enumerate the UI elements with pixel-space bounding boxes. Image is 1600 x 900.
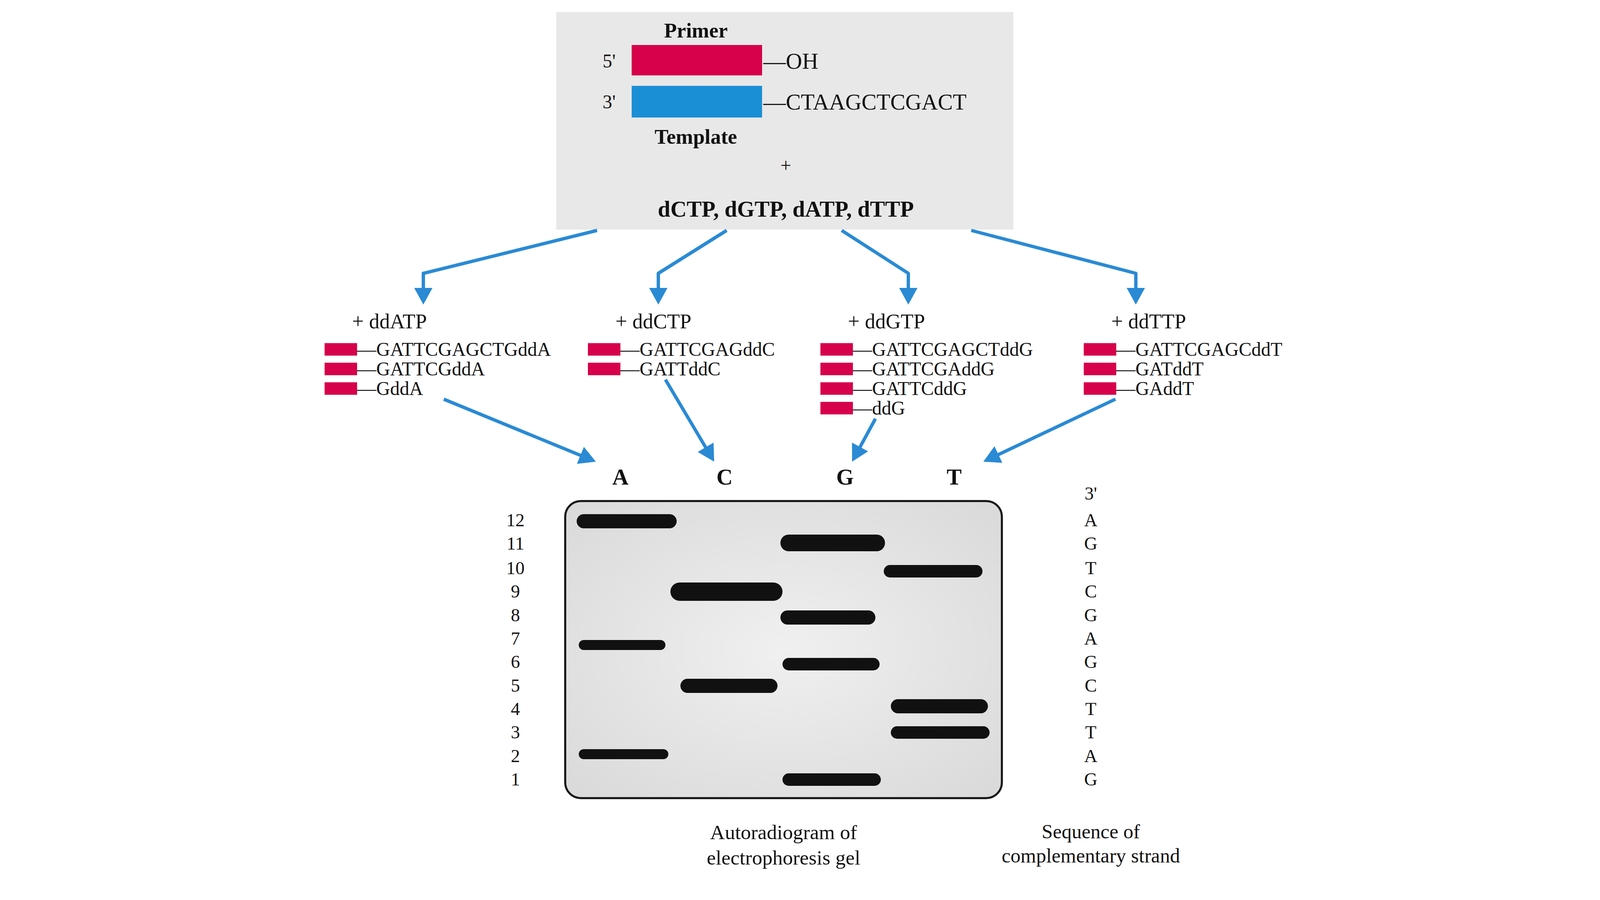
band-number: 1 <box>510 769 520 790</box>
flow-arrow <box>971 230 1145 305</box>
arrow-head <box>414 287 433 305</box>
band-number: 4 <box>510 698 520 720</box>
reaction-heading: + ddATP <box>324 310 551 333</box>
arrow-head <box>1126 287 1145 305</box>
gel-lane: G <box>803 462 887 492</box>
fragment-sequence: —GATTCddG <box>820 378 1033 399</box>
end-label: 5' <box>602 50 616 73</box>
gel-ground <box>565 500 1003 799</box>
arrow-head <box>697 442 715 462</box>
flow-arrow <box>414 230 598 305</box>
band-number: 10 <box>506 557 525 579</box>
fragment-sequence: —GATTCGAGddC <box>587 339 775 360</box>
sequence-base: A <box>1084 745 1098 767</box>
fragment-sequence: —GATTddC <box>587 359 775 379</box>
arrow-line <box>857 418 876 452</box>
lane-letter: T <box>946 464 962 490</box>
flow-arrow <box>841 230 918 305</box>
flow-arrow <box>852 418 876 462</box>
ddgtp-reaction: + ddGTP —GATTCGAGCTddG—GATTCGAddG—GATTCdd… <box>820 305 1033 418</box>
band-number: 6 <box>510 651 520 673</box>
band-number: 12 <box>506 510 525 531</box>
sequence-base: A <box>1084 628 1098 650</box>
fragment-sequence: —GATddT <box>1083 359 1283 379</box>
ddttp-reaction: + ddTTP —GATTCGAGCddT—GATddT—GAddT <box>1083 305 1283 399</box>
template-sequence: —CTAAGCTCGACT <box>763 89 967 115</box>
fragment-sequence: —GATTCGAGCTGddA <box>324 339 551 360</box>
gel-lane: C <box>682 462 767 492</box>
mix-panel-ground <box>556 12 1014 230</box>
sequence-caption: Sequence of complementary strand <box>1001 819 1181 868</box>
arrow-line <box>993 399 1116 457</box>
gel-bands <box>576 514 990 786</box>
arrow-line <box>443 399 585 458</box>
sequence-base: C <box>1084 581 1097 603</box>
arrow-head <box>577 446 596 464</box>
fragment-sequence: —GATTCGAddG <box>820 359 1033 379</box>
template-bar <box>631 85 763 118</box>
reaction-heading: + ddCTP <box>587 310 775 333</box>
gel-lane: T <box>912 462 996 492</box>
ddatp-reaction: + ddATP —GATTCGAGCTGddA—GATTCGddA—GddA <box>324 305 551 399</box>
band-number: 8 <box>510 605 520 626</box>
arrow-line <box>423 230 598 293</box>
arrow-head <box>852 442 869 462</box>
sequence-base: G <box>1084 769 1098 790</box>
end-label: 3' <box>1084 483 1098 505</box>
band-number: 2 <box>510 745 520 767</box>
gel-caption: Autoradiogram of electrophoresis gel <box>675 819 893 871</box>
reaction-mix-panel: Primer 5' —OH 3' —CTAAGCTCGACT Template + dCTP,… <box>556 12 1014 230</box>
hydroxyl-end: —OH <box>763 48 819 74</box>
band-number: 3 <box>510 722 520 743</box>
plus-sign: + <box>780 154 792 177</box>
band-number: 5 <box>510 675 520 697</box>
band-number: 7 <box>510 628 520 650</box>
fragment-sequence: —GATTCGAGCddT <box>1083 339 1283 360</box>
band-number: 11 <box>506 533 525 555</box>
sequence-base: T <box>1085 698 1097 720</box>
lane-letter: C <box>716 464 733 490</box>
arrow-head <box>649 287 668 305</box>
sequence-base: G <box>1084 605 1098 626</box>
fragment-sequence: —GATTCGddA <box>324 359 551 379</box>
primer-bar <box>631 45 763 76</box>
sequence-base: G <box>1084 533 1098 555</box>
lane-letter: A <box>612 464 629 490</box>
gel-lane: A <box>578 462 663 492</box>
flow-arrow <box>443 399 596 464</box>
arrow-line <box>971 230 1136 293</box>
sequence-base: T <box>1085 722 1097 743</box>
arrow-head <box>899 287 918 305</box>
fragment-sequence: —GATTCGAGCTddG <box>820 339 1033 360</box>
ddctp-reaction: + ddCTP —GATTCGAGddC—GATTddC <box>587 305 775 379</box>
sequence-base: G <box>1084 651 1098 673</box>
flow-arrow <box>649 230 727 305</box>
template-label: Template <box>654 125 738 149</box>
end-label: 3' <box>602 91 616 113</box>
fragment-sequence: —GAddT <box>1083 378 1283 399</box>
reaction-heading: + ddGTP <box>820 310 1033 333</box>
flow-arrow <box>665 379 715 462</box>
reaction-heading: + ddTTP <box>1083 310 1283 333</box>
nucleotide-list: dCTP, dGTP, dATP, dTTP <box>657 196 914 222</box>
arrow-line <box>658 230 727 293</box>
fragment-sequence: —GddA <box>324 378 551 399</box>
primer-label: Primer <box>664 18 728 43</box>
sequence-base: A <box>1084 510 1098 531</box>
electrophoresis-gel: Autoradiogram of electrophoresis gelACGT <box>564 500 1003 800</box>
flow-arrow <box>983 399 1116 463</box>
sequence-base: T <box>1085 557 1097 579</box>
sequence-base: C <box>1084 675 1097 697</box>
arrow-line <box>665 379 709 452</box>
band-number: 9 <box>510 581 520 603</box>
arrow-head <box>983 446 1003 463</box>
arrow-line <box>841 230 909 293</box>
lane-letter: G <box>836 464 854 490</box>
fragment-sequence: —ddG <box>820 398 1033 418</box>
